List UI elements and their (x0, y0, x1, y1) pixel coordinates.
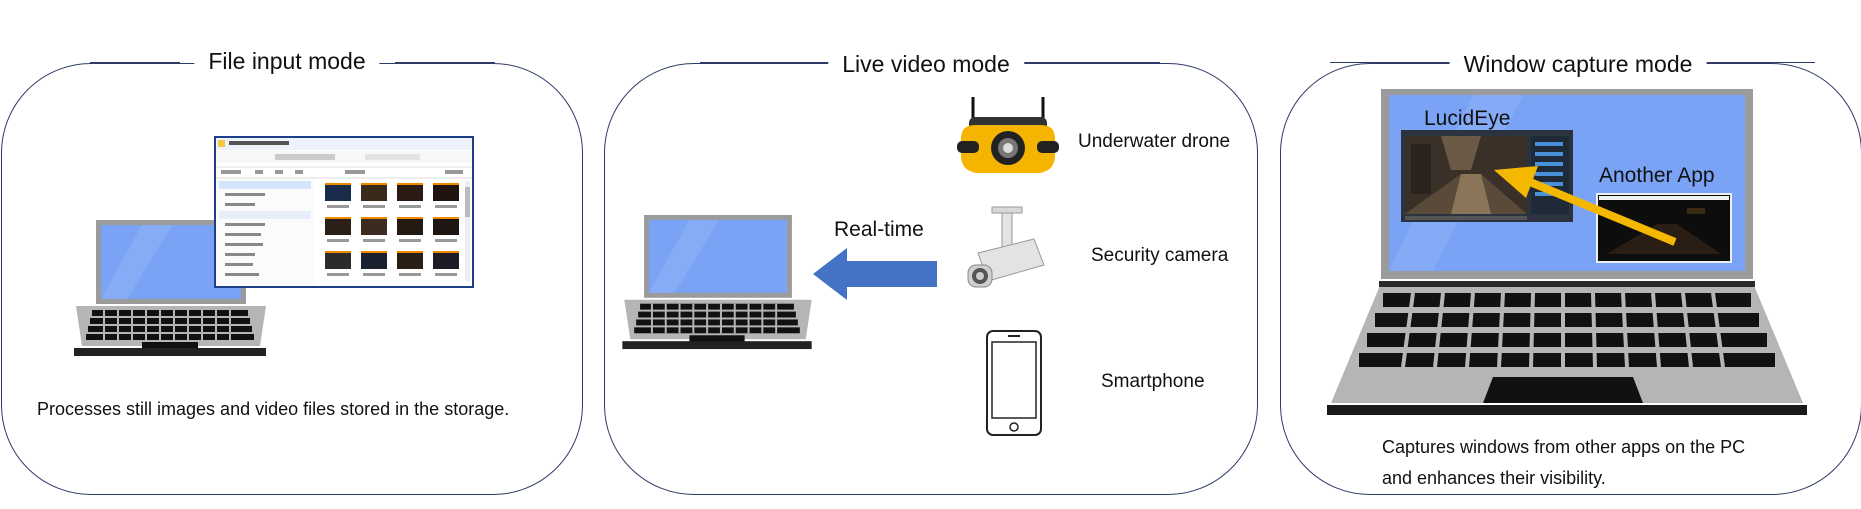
device-label-underwater-drone: Underwater drone (1078, 131, 1231, 152)
device-label-smartphone: Smartphone (1101, 371, 1205, 392)
window-capture-title-line-left (1330, 62, 1450, 63)
luciceye-label: LucidEye (1424, 107, 1511, 130)
capture-arrow-icon (1494, 166, 1677, 246)
window-capture-title-line-right (1705, 62, 1815, 63)
file-input-title: File input mode (194, 48, 380, 75)
security-camera-icon (967, 206, 1045, 288)
device-label-security-camera: Security camera (1091, 245, 1229, 266)
file-input-caption: Processes still images and video files s… (37, 399, 510, 419)
window-capture-caption-line2: and enhances their visibility. (1382, 468, 1606, 488)
file-explorer-window (214, 136, 474, 288)
luciceye-app-window (1401, 130, 1573, 222)
window-capture-caption-line1: Captures windows from other apps on the … (1382, 437, 1746, 457)
left-arrow-icon (813, 248, 937, 300)
real-time-label: Real-time (834, 218, 924, 241)
another-app-label: Another App (1599, 164, 1715, 187)
window-capture-title: Window capture mode (1449, 51, 1707, 78)
file-input-title-line-left (90, 62, 180, 63)
file-input-title-line-right (395, 62, 495, 63)
underwater-drone-icon (957, 97, 1059, 173)
laptop-icon (622, 214, 812, 350)
smartphone-icon (986, 330, 1042, 436)
live-video-title-line-right (1020, 62, 1160, 63)
live-video-title: Live video mode (828, 51, 1024, 78)
live-video-title-line-left (700, 62, 830, 63)
